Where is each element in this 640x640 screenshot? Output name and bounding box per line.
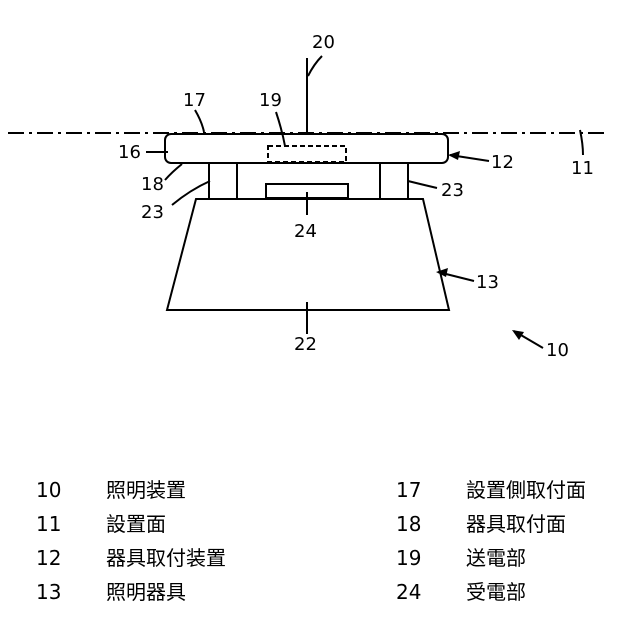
label-23-left: 23 bbox=[141, 202, 164, 223]
label-17: 17 bbox=[183, 90, 206, 111]
legend-term: 設置面 bbox=[106, 512, 166, 536]
mounting-device-body bbox=[165, 134, 448, 163]
label-11: 11 bbox=[571, 158, 594, 179]
leader-20 bbox=[308, 56, 322, 76]
label-22: 22 bbox=[294, 334, 317, 355]
legend-term: 器具取付装置 bbox=[106, 546, 226, 570]
legend-number: 24 bbox=[396, 580, 446, 604]
legend-term: 設置側取付面 bbox=[466, 478, 586, 502]
legend-term: 送電部 bbox=[466, 546, 526, 570]
leg-right bbox=[380, 163, 408, 199]
label-18: 18 bbox=[141, 174, 164, 195]
legend-term: 照明装置 bbox=[106, 478, 186, 502]
label-13: 13 bbox=[476, 272, 499, 293]
legend-number: 19 bbox=[396, 546, 446, 570]
legend-number: 13 bbox=[36, 580, 86, 604]
label-20: 20 bbox=[312, 32, 335, 53]
legend-number: 11 bbox=[36, 512, 86, 536]
legend-term: 受電部 bbox=[466, 580, 526, 604]
lighting-device-diagram: 20 17 19 16 12 11 18 23 23 24 13 22 10 bbox=[0, 0, 640, 420]
leader-18 bbox=[165, 164, 182, 180]
label-23-right: 23 bbox=[441, 180, 464, 201]
legend-number: 12 bbox=[36, 546, 86, 570]
leader-23-right bbox=[408, 181, 437, 188]
legend-term: 器具取付面 bbox=[466, 512, 566, 536]
reference-legend: 10 照明装置 11 設置面 12 器具取付装置 13 照明器具 17 設置側取… bbox=[0, 470, 640, 630]
leader-17 bbox=[195, 110, 204, 132]
luminaire-body bbox=[167, 199, 449, 310]
legend-number: 10 bbox=[36, 478, 86, 502]
label-16: 16 bbox=[118, 142, 141, 163]
legend-number: 17 bbox=[396, 478, 446, 502]
legend-term: 照明器具 bbox=[106, 580, 186, 604]
label-19: 19 bbox=[259, 90, 282, 111]
label-10: 10 bbox=[546, 340, 569, 361]
label-12: 12 bbox=[491, 152, 514, 173]
leg-left bbox=[209, 163, 237, 199]
legend-number: 18 bbox=[396, 512, 446, 536]
label-24: 24 bbox=[294, 221, 317, 242]
arrowhead-12 bbox=[448, 151, 460, 160]
